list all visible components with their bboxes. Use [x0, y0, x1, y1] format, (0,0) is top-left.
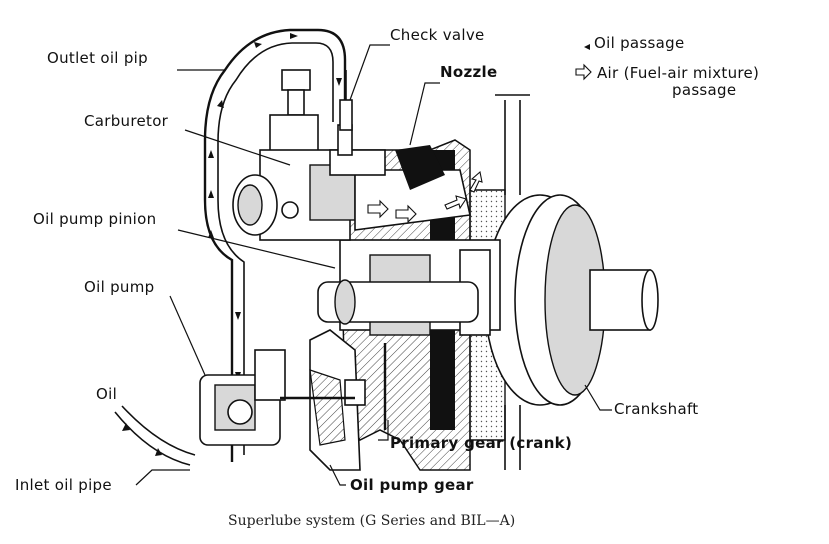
- air-flow-arrows: [367, 170, 483, 224]
- label-nozzle: Nozzle: [440, 63, 497, 81]
- label-primary-gear: Primary gear (crank): [390, 434, 572, 452]
- label-crankshaft: Crankshaft: [614, 400, 698, 418]
- oil-pump-drawing: [199, 349, 355, 446]
- carburetor-drawing: [232, 69, 471, 241]
- oil-flow-arrows: [208, 33, 342, 380]
- label-oil-pump-pinion: Oil pump pinion: [33, 210, 156, 228]
- legend-oil-passage: Oil passage: [594, 34, 685, 52]
- check-valve-drawing: [339, 70, 353, 131]
- crankshaft-drawing: [484, 94, 659, 470]
- air-passage-arrow-icon: [575, 63, 592, 81]
- label-oil: Oil: [96, 385, 117, 403]
- inlet-oil-pipe-drawing: [114, 405, 196, 466]
- label-check-valve: Check valve: [390, 26, 485, 44]
- label-oil-pump-gear: Oil pump gear: [350, 476, 474, 494]
- label-oil-pump: Oil pump: [84, 278, 154, 296]
- legend-air-line2: passage: [672, 81, 736, 99]
- legend-air-line1: Air (Fuel-air mixture): [597, 64, 759, 82]
- label-outlet-oil-pipe: Outlet oil pip: [47, 49, 148, 67]
- caption: Superlube system (G Series and BIL—A): [228, 513, 515, 529]
- oil-passage-arrow-icon: [584, 44, 590, 50]
- oil-pump-gear-drawing: [309, 329, 366, 471]
- primary-gear-drawing: [317, 239, 501, 430]
- legend: Oil passage Air (Fuel-air mixture) passa…: [575, 34, 759, 99]
- nozzle-drawing: [395, 145, 445, 190]
- label-inlet-oil-pipe: Inlet oil pipe: [15, 476, 112, 494]
- leader-lines: [135, 44, 612, 486]
- label-carburetor: Carburetor: [84, 112, 169, 130]
